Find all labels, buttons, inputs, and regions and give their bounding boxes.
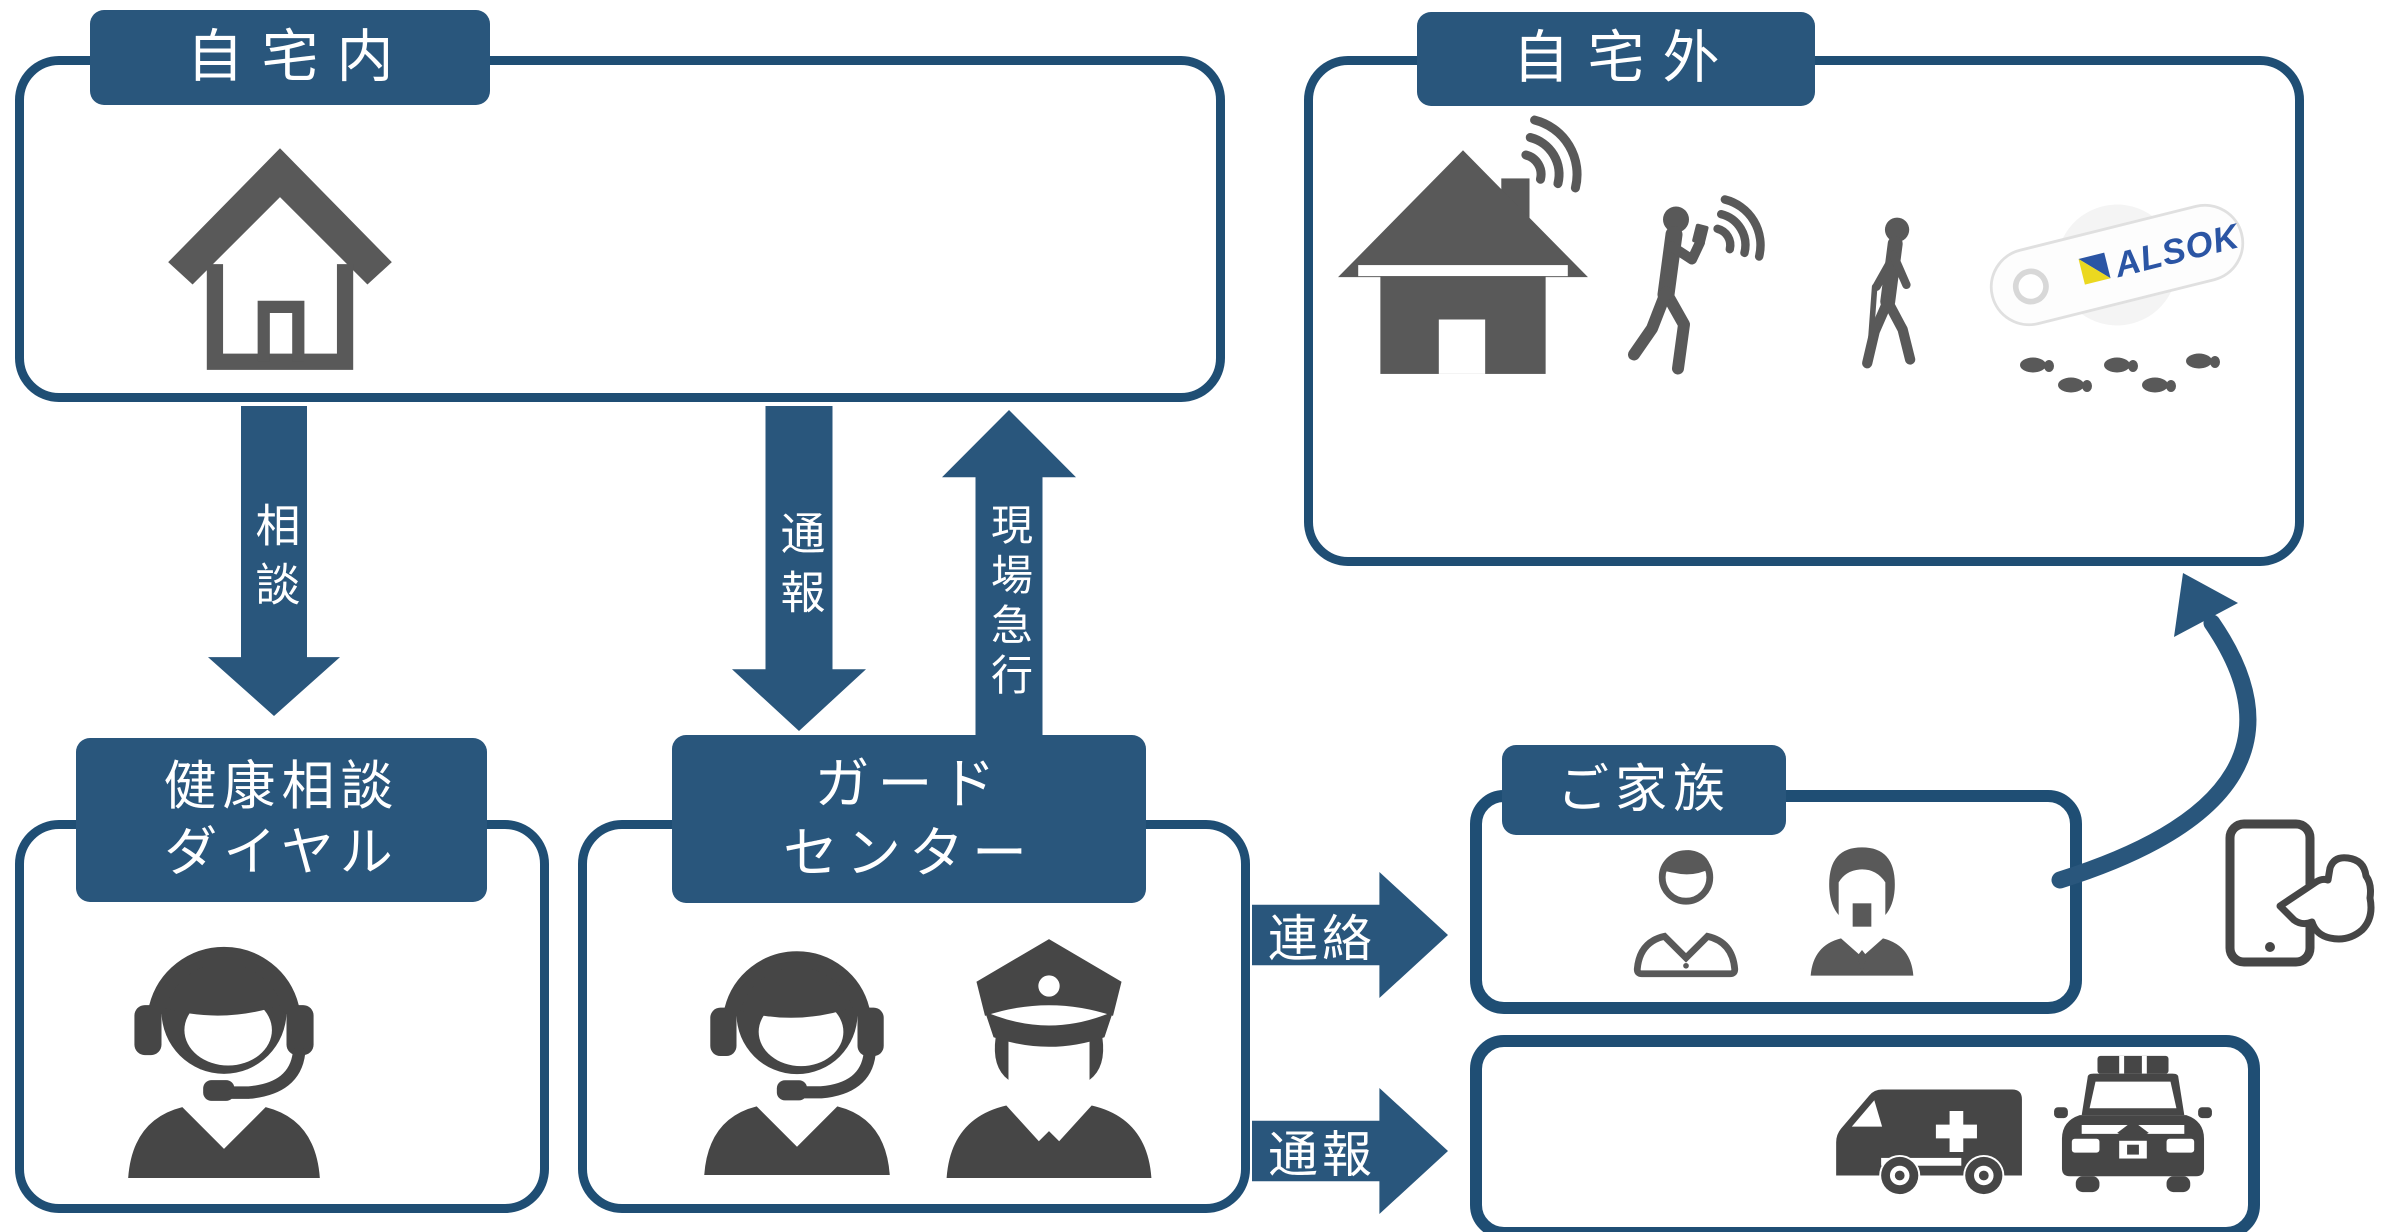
security-guard-icon (920, 922, 1178, 1178)
family-woman-icon (1792, 832, 1932, 984)
health-dial-label-line1: 健康相談 (163, 756, 400, 816)
operator-headset-icon (672, 933, 922, 1175)
rush-to-scene-arrow-label: 現場急行 (985, 503, 1033, 703)
wifi-waves-icon (1691, 177, 1793, 279)
elderly-person-cane-icon (1828, 204, 1968, 388)
family-label-text: ご家族 (1556, 760, 1731, 819)
alsok-logo-mark-yellow (2078, 259, 2111, 285)
guard-center-label-line2: センター (782, 822, 1035, 884)
contact-arrow: 連絡 (1252, 872, 1448, 998)
family-to-outside-curved-arrow (2040, 555, 2300, 905)
guard-center-label-line1: ガード (814, 753, 1004, 816)
walking-person-phone-icon (1608, 200, 1758, 385)
consult-arrow: 相談 (208, 406, 340, 716)
home-inside-label-text: 自宅内 (186, 24, 412, 89)
ambulance-icon (1828, 1066, 2034, 1198)
report-emergency-arrow: 通報 (1252, 1088, 1448, 1214)
report-arrow: 通報 (732, 406, 866, 731)
wifi-waves-icon (1494, 93, 1615, 214)
health-dial-label-line2: ダイヤル (164, 823, 399, 882)
health-dial-label: 健康相談 ダイヤル (76, 738, 487, 902)
home-outside-label: 自宅外 (1417, 12, 1815, 106)
contact-arrow-label: 連絡 (1268, 911, 1376, 967)
alsok-logo-mark-blue (2078, 252, 2111, 279)
house-filled-icon (1332, 128, 1594, 380)
family-man-icon (1618, 832, 1754, 984)
consult-arrow-label: 相談 (248, 502, 300, 620)
report-arrow-label: 通報 (773, 509, 825, 628)
operator-headset-icon (95, 928, 353, 1178)
footprints-icon (2018, 350, 2242, 402)
guard-center-label: ガード センター (672, 735, 1146, 903)
home-outside-label-text: 自宅外 (1512, 26, 1738, 91)
family-label: ご家族 (1502, 745, 1786, 835)
alsok-pendant-device: ALSOK (1972, 180, 2262, 350)
home-inside-label: 自宅内 (90, 10, 490, 105)
home-inside-box (15, 56, 1225, 402)
police-car-icon (2054, 1050, 2212, 1198)
emergency-services-box (1470, 1035, 2260, 1232)
smartphone-tap-icon (2222, 818, 2381, 968)
rush-to-scene-arrow: 現場急行 (942, 410, 1076, 746)
report-emergency-arrow-label: 通報 (1268, 1127, 1376, 1183)
house-outline-icon (158, 132, 402, 376)
